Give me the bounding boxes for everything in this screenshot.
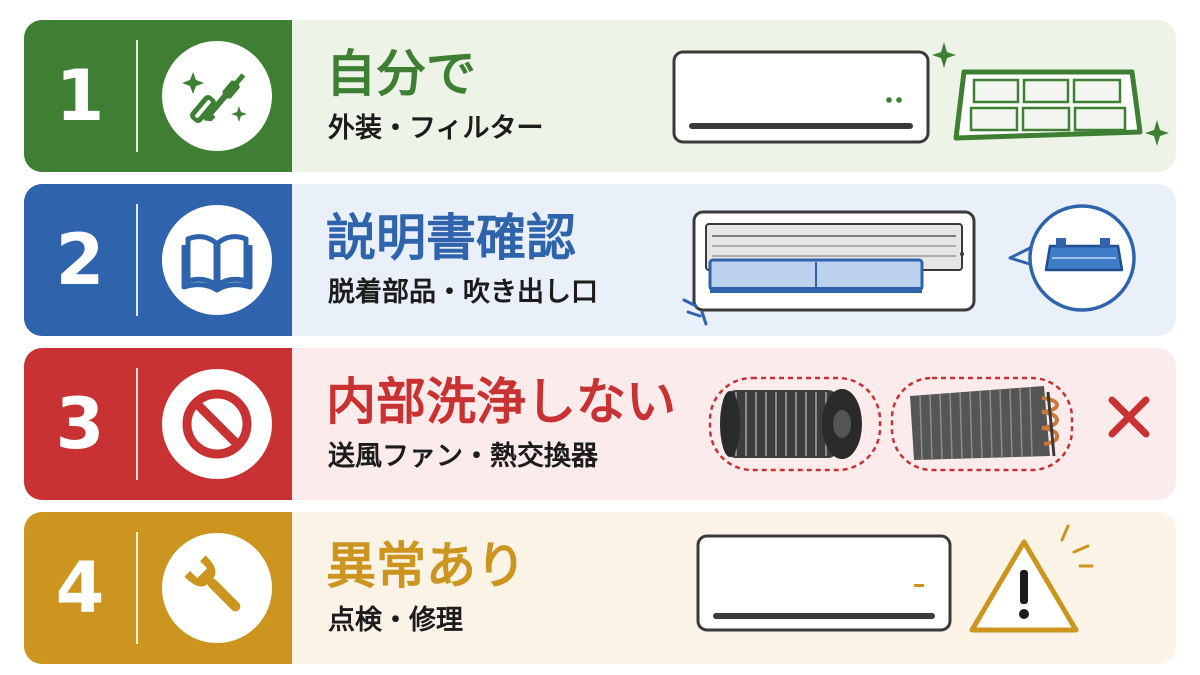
step-title: 異常あり (326, 537, 526, 595)
heat-exchanger-icon (890, 376, 1074, 472)
step-3-content: 内部洗浄しない 送風ファン・熱交換器 (292, 348, 1176, 500)
air-conditioner-icon (672, 50, 930, 144)
icon-circle (162, 41, 272, 151)
step-subtitle: 送風ファン・熱交換器 (328, 441, 598, 472)
step-row-1: 1 自分で 外装・フィルター (24, 20, 1176, 172)
step-number: 4 (55, 547, 105, 629)
step-number: 1 (55, 55, 105, 137)
icon-circle (162, 533, 272, 643)
step-title: 自分で (326, 45, 476, 103)
wrench-icon (184, 555, 241, 612)
step-subtitle: 外装・フィルター (328, 113, 544, 144)
open-book-icon (181, 234, 253, 293)
vent-lines-icon (682, 298, 708, 326)
step-row-4: 4 異常あり 点検・修理 (24, 512, 1176, 664)
cross-mark-icon (1108, 396, 1150, 438)
divider (136, 40, 138, 152)
divider (136, 368, 138, 480)
divider (136, 532, 138, 644)
filter-icon (953, 69, 1143, 141)
step-subtitle: 脱着部品・吹き出し口 (328, 277, 598, 308)
step-1-badge: 1 (24, 20, 292, 172)
blower-fan-icon (708, 376, 882, 472)
icon-circle (162, 369, 272, 479)
icon-circle (162, 205, 272, 315)
air-conditioner-open-icon (692, 210, 976, 312)
step-title: 説明書確認 (326, 209, 576, 267)
step-row-3: 3 内部洗浄しない 送風ファン・熱交換器 (24, 348, 1176, 500)
warning-triangle-icon (969, 524, 1094, 633)
prohibited-icon (182, 389, 252, 459)
air-conditioner-icon (696, 534, 952, 632)
sparkle-icon (1145, 120, 1169, 146)
step-2-badge: 2 (24, 184, 292, 336)
sparkle-icon (932, 42, 956, 68)
step-3-badge: 3 (24, 348, 292, 500)
step-subtitle: 点検・修理 (328, 605, 463, 636)
step-4-badge: 4 (24, 512, 292, 664)
step-4-content: 異常あり 点検・修理 (292, 512, 1176, 664)
step-title: 内部洗浄しない (326, 373, 676, 431)
step-row-2: 2 説明書確認 脱着部品・吹き出し口 (24, 184, 1176, 336)
step-2-content: 説明書確認 脱着部品・吹き出し口 (292, 184, 1176, 336)
step-number: 2 (55, 219, 105, 301)
part-zoom-icon (1008, 204, 1136, 312)
screwdriver-icon (182, 72, 247, 123)
step-number: 3 (55, 383, 105, 465)
divider (136, 204, 138, 316)
step-1-content: 自分で 外装・フィルター (292, 20, 1176, 172)
